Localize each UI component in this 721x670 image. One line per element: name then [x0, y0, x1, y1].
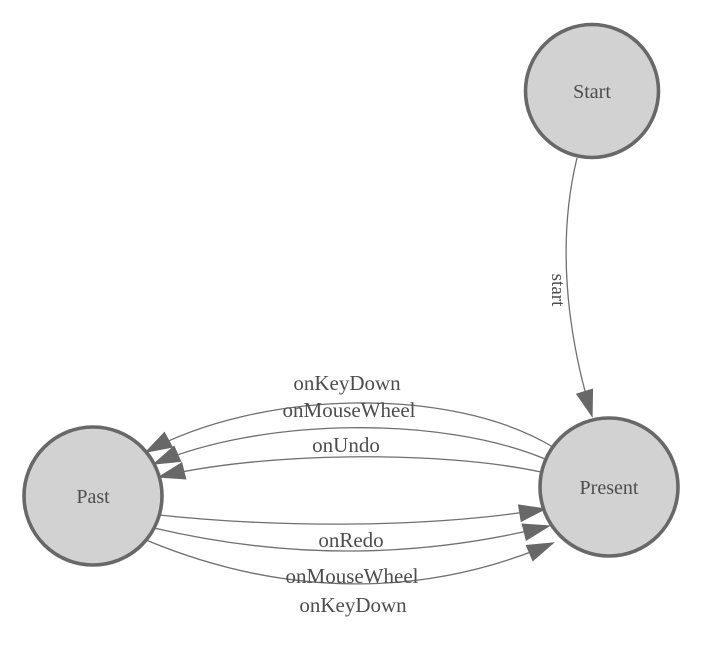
node-past-circle — [22, 425, 164, 567]
edge-labels-layer: start onKeyDown onMouseWheel onUndo onRe… — [283, 274, 568, 617]
edge-past-to-present-onkeydown — [145, 539, 555, 585]
edge-label-onmousewheel-bottom: onMouseWheel — [286, 564, 419, 588]
edge-label-onredo: onRedo — [318, 528, 383, 552]
edge-past-to-present-onredo — [158, 504, 547, 525]
node-present-label: Present — [580, 477, 639, 499]
edge-past-to-present-onmousewheel — [153, 523, 551, 552]
edge-label-onkeydown-bottom: onKeyDown — [299, 593, 407, 617]
edge-present-to-past-onundo — [157, 456, 542, 480]
edges-layer — [144, 157, 594, 585]
edge-start-to-present — [565, 157, 594, 418]
node-present-circle — [538, 416, 680, 558]
edge-label-onmousewheel-top: onMouseWheel — [283, 398, 416, 422]
edge-label-onkeydown-top: onKeyDown — [293, 371, 401, 395]
node-labels-layer: Start Present Past — [76, 81, 639, 508]
edge-present-to-past-onmousewheel — [152, 427, 546, 465]
node-start-label: Start — [573, 81, 611, 103]
edge-present-to-past-onkeydown — [144, 402, 554, 453]
nodes-layer — [22, 22, 680, 567]
node-past-label: Past — [76, 486, 110, 508]
node-start-circle — [523, 22, 661, 160]
edge-label-start: start — [547, 274, 568, 307]
edge-label-onundo: onUndo — [312, 433, 380, 457]
